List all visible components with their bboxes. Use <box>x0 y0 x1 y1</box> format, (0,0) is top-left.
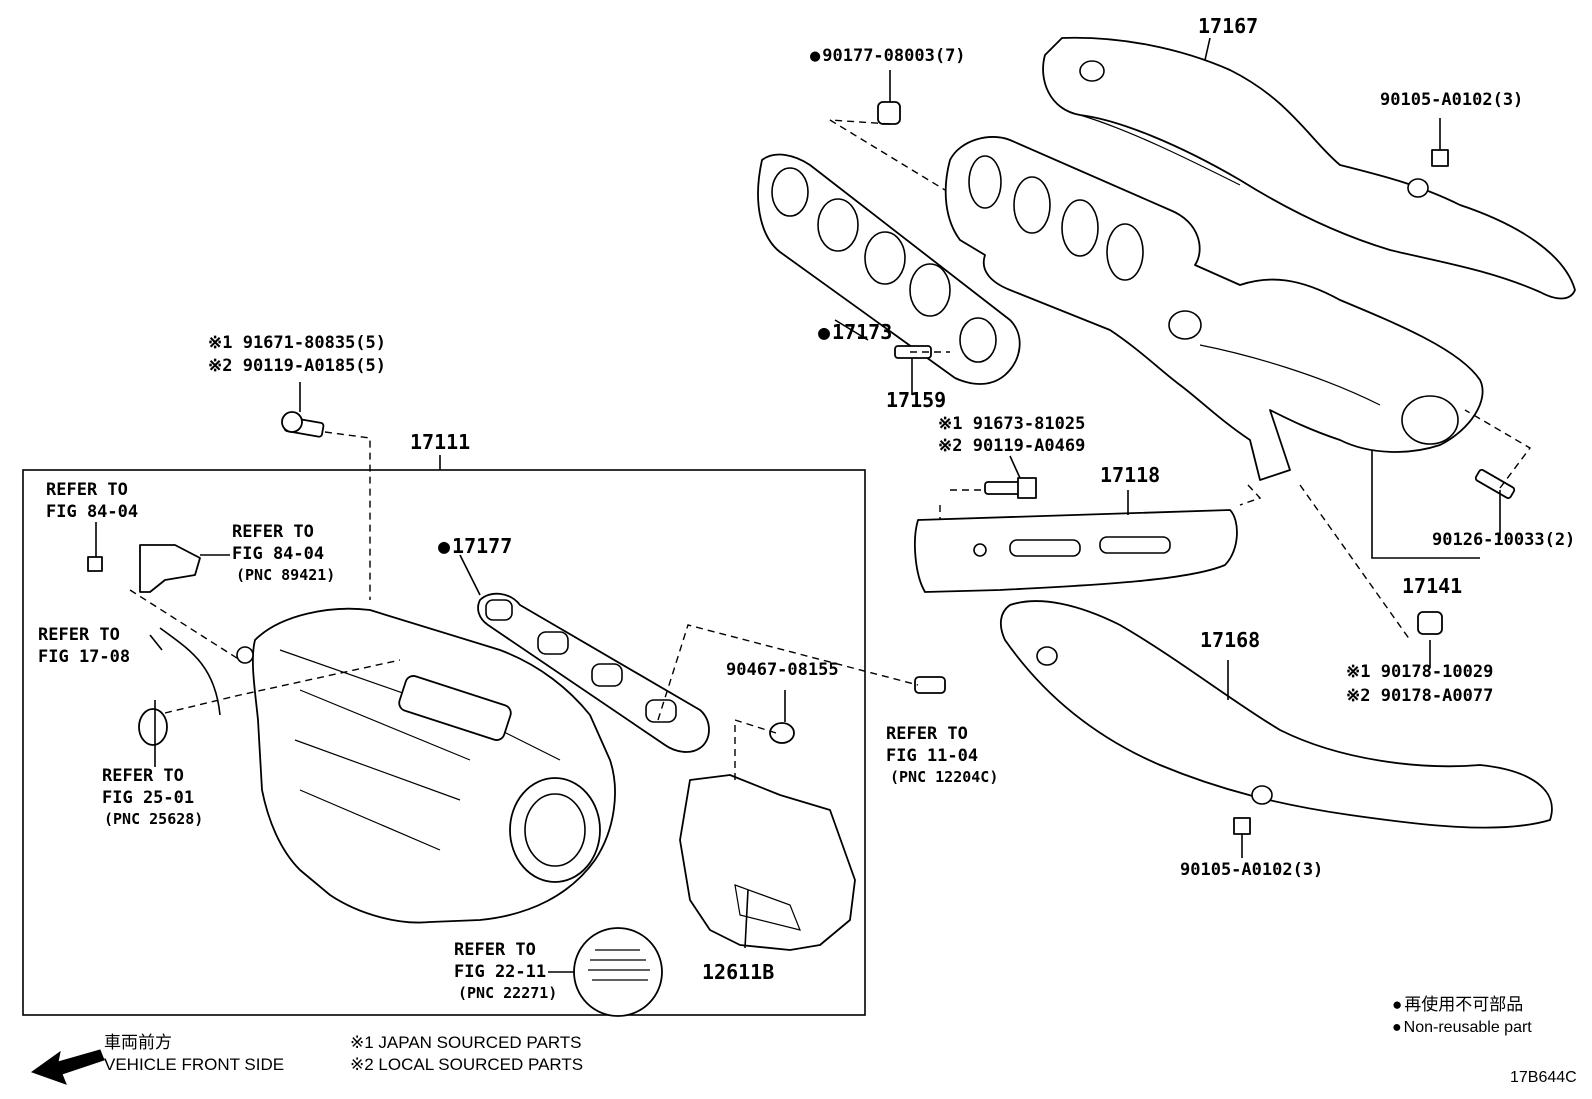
callout-90119-a0469[interactable]: ※2 90119-A0469 <box>938 436 1086 456</box>
heat-insulator-upper <box>1042 36 1576 300</box>
refer-fig-25-01-line2[interactable]: FIG 25-01 <box>102 788 195 808</box>
air-filter-element <box>573 927 663 1017</box>
refer-pnc-12204c: (PNC 12204C) <box>890 768 999 786</box>
knock-sensor-stud <box>914 676 946 694</box>
callout-17111[interactable]: 17111 <box>410 430 471 454</box>
callout-90119-a0185[interactable]: ※2 90119-A0185(5) <box>208 356 387 376</box>
callout-90177-08003[interactable]: 90177-08003(7) <box>810 48 965 65</box>
insulator-hole <box>1079 60 1105 82</box>
callout-90126-10033[interactable]: 90126-10033(2) <box>1432 530 1576 550</box>
refer-pnc-89421: (PNC 89421) <box>236 566 336 584</box>
heat-insulator-lower <box>999 600 1553 829</box>
bolt-91673 <box>984 481 1022 495</box>
callout-17167[interactable]: 17167 <box>1198 14 1259 38</box>
refer-fig-84-04-a-line2[interactable]: FIG 84-04 <box>46 502 139 522</box>
legend-non-reusable-en: Non-reusable part <box>1392 1020 1532 1036</box>
callout-17141[interactable]: 17141 <box>1402 574 1463 598</box>
callout-91671-80835[interactable]: ※1 91671-80835(5) <box>208 333 387 353</box>
callout-90105-a0102-bottom[interactable]: 90105-A0102(3) <box>1180 860 1324 880</box>
refer-pnc-22271: (PNC 22271) <box>458 984 558 1002</box>
callout-17159[interactable]: 17159 <box>886 388 947 412</box>
insulator-hole <box>1407 178 1429 198</box>
bolt-90105-top <box>1431 149 1449 167</box>
sensor-bolt <box>87 556 103 572</box>
legend-non-reusable-jp: 再使用不可部品 <box>1392 996 1523 1013</box>
callout-17168[interactable]: 17168 <box>1200 628 1261 652</box>
front-side-label-jp: 車両前方 <box>104 1033 172 1052</box>
intake-assembly-frame <box>22 469 866 1016</box>
refer-fig-17-08-line2[interactable]: FIG 17-08 <box>38 647 131 667</box>
refer-fig-11-04-line2[interactable]: FIG 11-04 <box>886 746 979 766</box>
refer-fig-17-08-line1: REFER TO <box>38 625 120 645</box>
pcv-hose <box>159 627 221 716</box>
refer-pnc-25628: (PNC 25628) <box>104 810 204 828</box>
refer-fig-84-04-a-line1: REFER TO <box>46 480 128 500</box>
note-local-sourced: ※2 LOCAL SOURCED PARTS <box>350 1055 584 1074</box>
insulator-12611b <box>679 774 856 951</box>
callout-90178-10029[interactable]: ※1 90178-10029 <box>1346 662 1494 682</box>
callout-17118[interactable]: 17118 <box>1100 463 1161 487</box>
callout-17177[interactable]: 17177 <box>438 536 512 556</box>
vehicle-front-arrow-icon <box>30 1049 105 1085</box>
front-side-label-en: VEHICLE FRONT SIDE <box>104 1055 285 1074</box>
pin-90467 <box>769 722 795 744</box>
sensor-connector <box>139 544 201 593</box>
refer-fig-22-11-line1: REFER TO <box>454 940 536 960</box>
hose-clamp <box>138 708 168 746</box>
refer-fig-25-01-line1: REFER TO <box>102 766 184 786</box>
callout-90105-a0102-top[interactable]: 90105-A0102(3) <box>1380 90 1524 110</box>
refer-fig-11-04-line1: REFER TO <box>886 724 968 744</box>
nut-90178 <box>1417 611 1443 635</box>
stud-90126 <box>1474 469 1516 499</box>
callout-90467-08155[interactable]: 90467-08155 <box>726 660 839 680</box>
refer-fig-84-04-b-line1: REFER TO <box>232 522 314 542</box>
callout-91673-81025[interactable]: ※1 91673-81025 <box>938 414 1086 434</box>
note-japan-sourced: ※1 JAPAN SOURCED PARTS <box>350 1033 582 1052</box>
bolt-90105-bottom <box>1233 817 1251 835</box>
figure-code: 17B644C <box>1510 1069 1577 1086</box>
callout-90178-a0077[interactable]: ※2 90178-A0077 <box>1346 686 1494 706</box>
callout-17173[interactable]: 17173 <box>818 322 892 342</box>
callout-12611b[interactable]: 12611B <box>702 960 775 984</box>
refer-fig-84-04-b-line2[interactable]: FIG 84-04 <box>232 544 325 564</box>
refer-fig-22-11-line2[interactable]: FIG 22-11 <box>454 962 547 982</box>
nut-90177 <box>877 101 901 125</box>
